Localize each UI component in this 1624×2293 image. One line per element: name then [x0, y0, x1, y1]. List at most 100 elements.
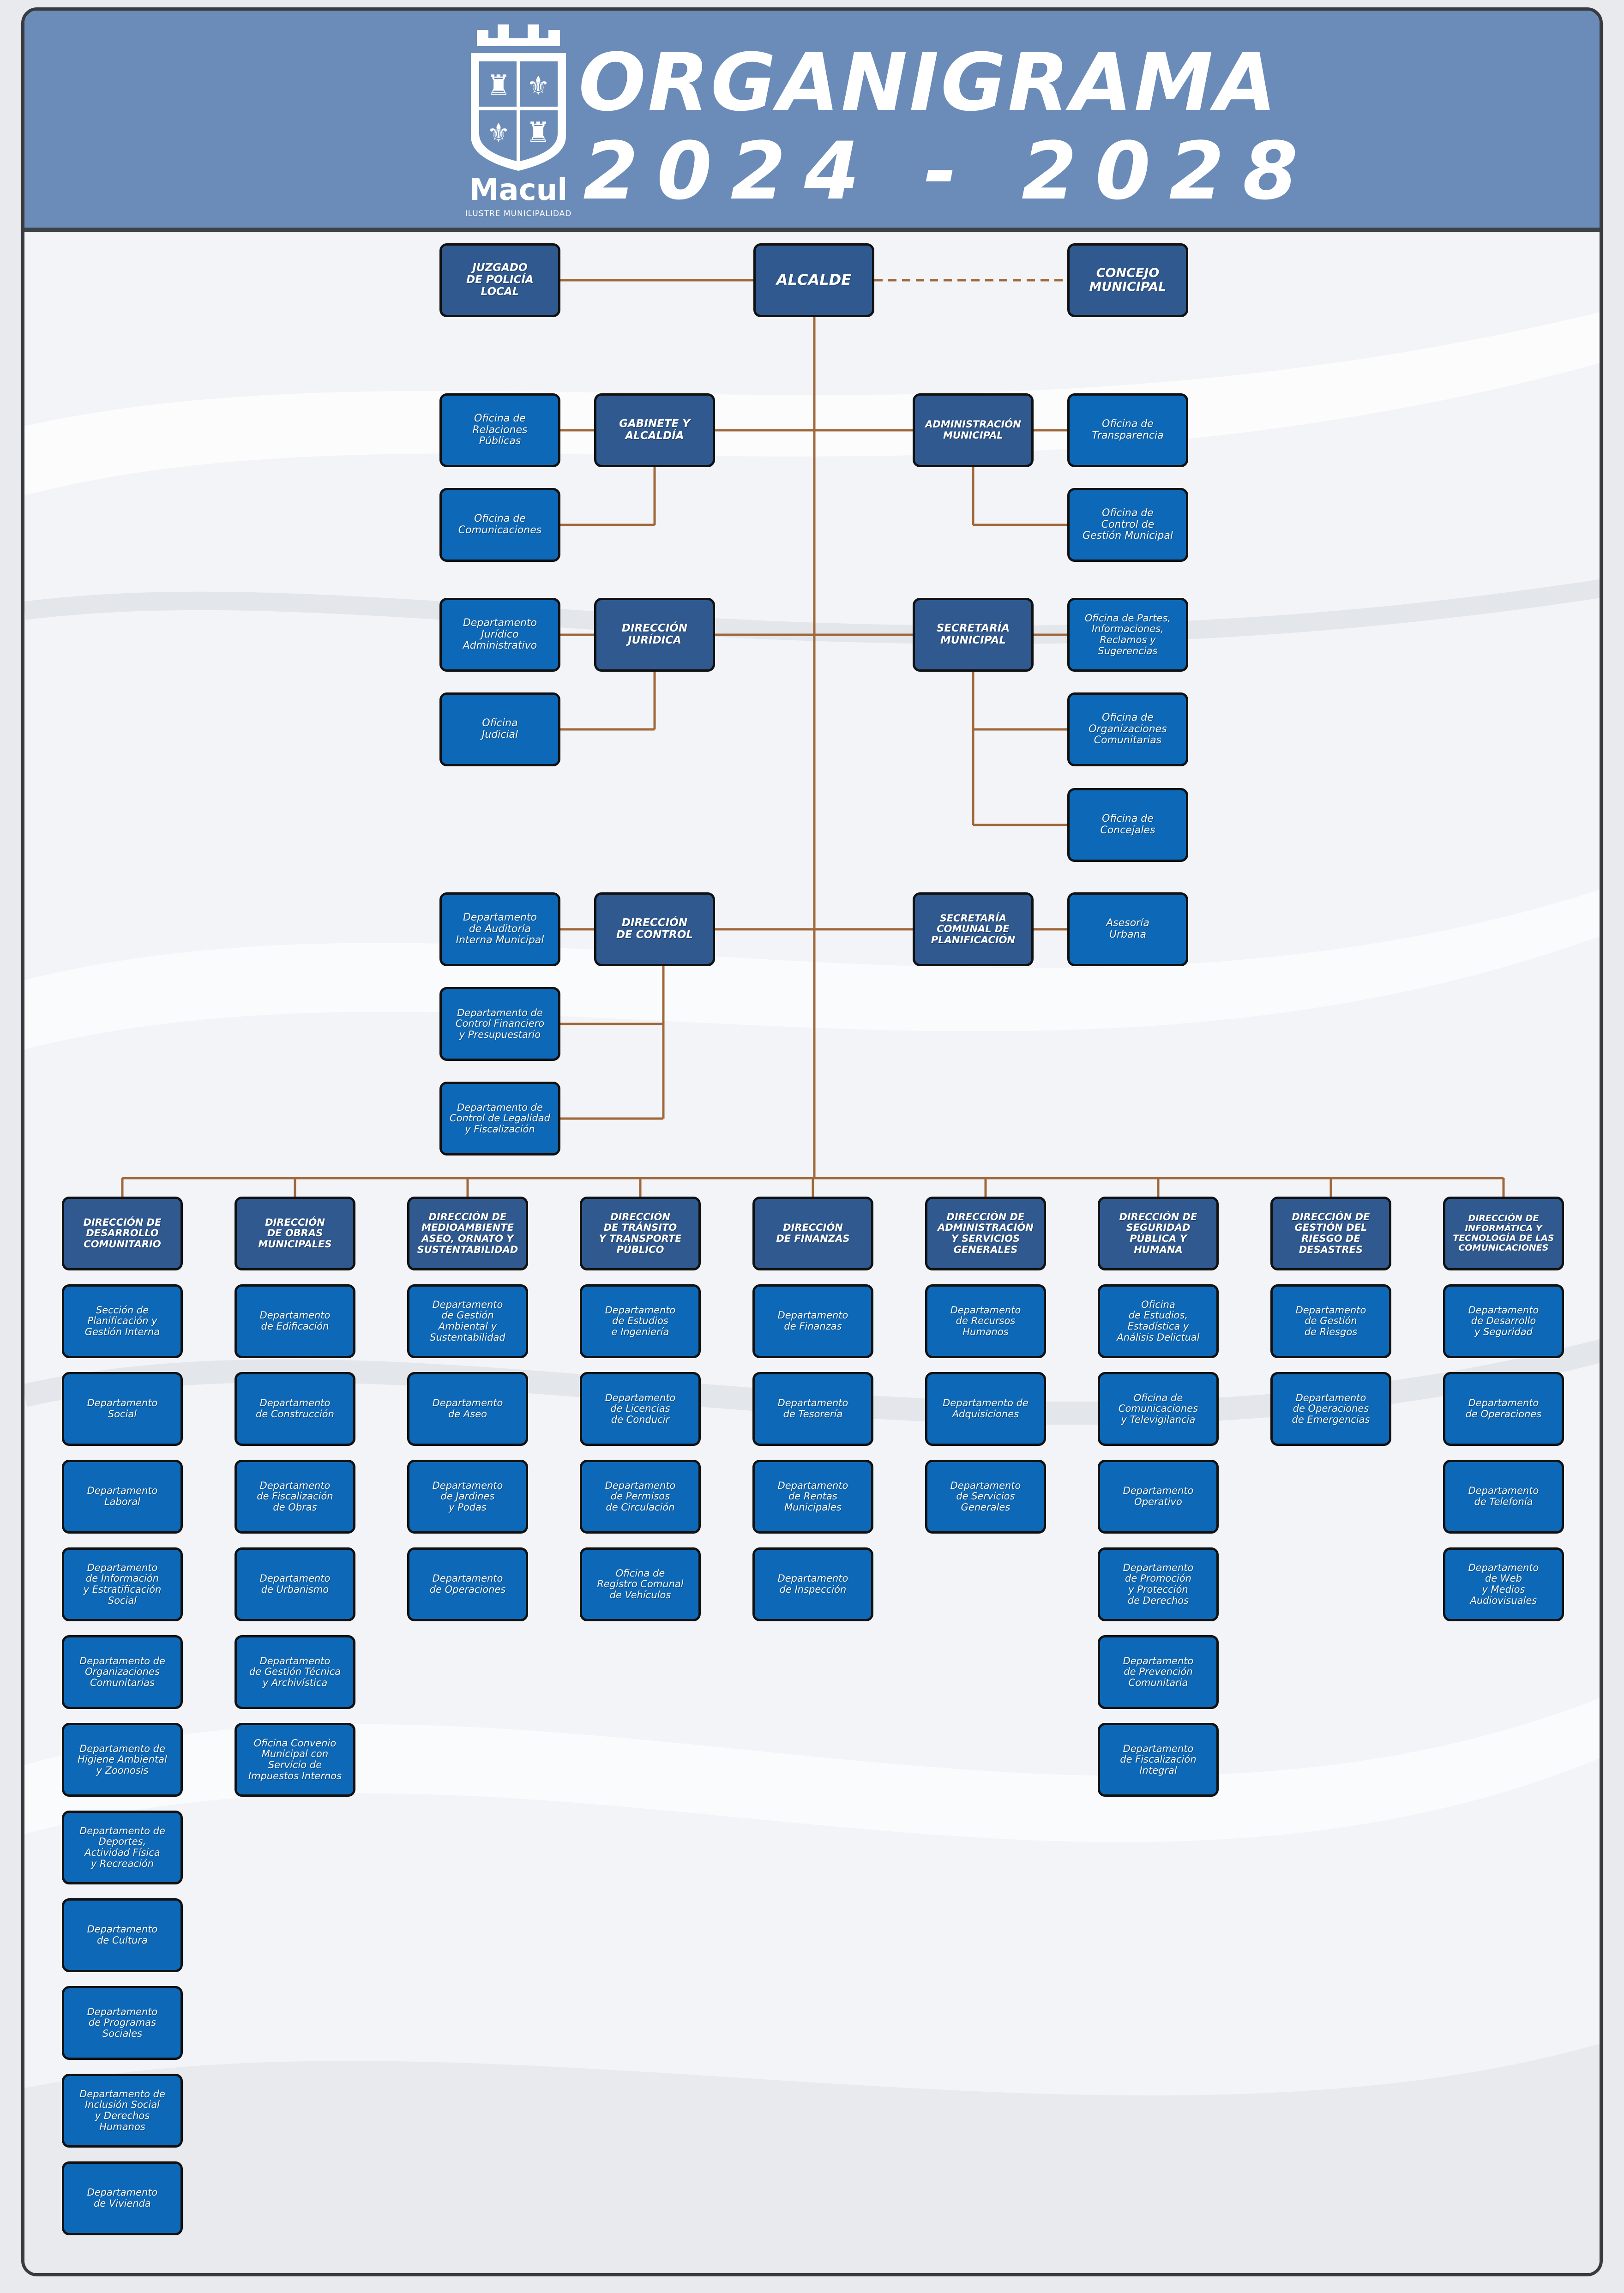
box-unit-1-8-label: Departamento de Cultura: [87, 1924, 158, 1946]
box-unit-7-6[interactable]: Departamento de Fiscalización Integral: [1098, 1723, 1219, 1797]
box-unit-7-5[interactable]: Departamento de Prevención Comunitaria: [1098, 1635, 1219, 1709]
box-gabinete-alcaldia[interactable]: GABINETE Y ALCALDÍA: [594, 393, 715, 467]
box-departamento-auditoria[interactable]: Departamento de Auditoría Interna Munici…: [439, 892, 560, 966]
box-unit-2-3-label: Departamento de Fiscalización de Obras: [257, 1480, 333, 1513]
box-unit-8-2[interactable]: Departamento de Operaciones de Emergenci…: [1270, 1372, 1391, 1446]
box-unit-3-2[interactable]: Departamento de Aseo: [407, 1372, 528, 1446]
box-unit-1-9-label: Departamento de Programas Sociales: [87, 2006, 158, 2039]
box-unit-1-4[interactable]: Departamento de Información y Estratific…: [62, 1547, 183, 1621]
box-unit-1-6[interactable]: Departamento de Higiene Ambiental y Zoon…: [62, 1723, 183, 1797]
box-oficina-control-gestion[interactable]: Oficina de Control de Gestión Municipal: [1067, 488, 1188, 562]
box-unit-2-6[interactable]: Oficina Convenio Municipal con Servicio …: [235, 1723, 355, 1797]
box-unit-5-3[interactable]: Departamento de Rentas Municipales: [752, 1460, 873, 1534]
box-directorate-3[interactable]: DIRECCIÓN DE MEDIOAMBIENTE ASEO, ORNATO …: [407, 1197, 528, 1270]
box-directorate-7[interactable]: DIRECCIÓN DE SEGURIDAD PÚBLICA Y HUMANA: [1098, 1197, 1219, 1270]
box-departamento-juridico[interactable]: Departamento Jurídico Administrativo: [439, 598, 560, 672]
box-unit-2-2[interactable]: Departamento de Construcción: [235, 1372, 355, 1446]
box-unit-3-1-label: Departamento de Gestión Ambiental y Sust…: [430, 1299, 505, 1343]
box-unit-8-1[interactable]: Departamento de Gestión de Riesgos: [1270, 1284, 1391, 1358]
box-directorate-2[interactable]: DIRECCIÓN DE OBRAS MUNICIPALES: [235, 1197, 355, 1270]
box-unit-1-8[interactable]: Departamento de Cultura: [62, 1898, 183, 1972]
box-unit-4-4[interactable]: Oficina de Registro Comunal de Vehículos: [580, 1547, 701, 1621]
box-unit-6-2[interactable]: Departamento de Adquisiciones: [925, 1372, 1046, 1446]
box-unit-5-1[interactable]: Departamento de Finanzas: [752, 1284, 873, 1358]
box-unit-6-2-label: Departamento de Adquisiciones: [943, 1397, 1029, 1420]
box-unit-7-4[interactable]: Departamento de Promoción y Protección d…: [1098, 1547, 1219, 1621]
box-secretaria-comunal-planificacion[interactable]: SECRETARÍA COMUNAL DE PLANIFICACIÓN: [913, 892, 1034, 966]
box-unit-2-3[interactable]: Departamento de Fiscalización de Obras: [235, 1460, 355, 1534]
box-unit-3-4[interactable]: Departamento de Operaciones: [407, 1547, 528, 1621]
box-unit-1-4-label: Departamento de Información y Estratific…: [83, 1562, 162, 1606]
box-asesoria-urbana[interactable]: Asesoría Urbana: [1067, 892, 1188, 966]
box-unit-2-1[interactable]: Departamento de Edificación: [235, 1284, 355, 1358]
box-direccion-control[interactable]: DIRECCIÓN DE CONTROL: [594, 892, 715, 966]
box-unit-7-1[interactable]: Oficina de Estudios, Estadística y Análi…: [1098, 1284, 1219, 1358]
box-unit-4-2[interactable]: Departamento de Licencias de Conducir: [580, 1372, 701, 1446]
box-departamento-control-financiero-label: Departamento de Control Financiero y Pre…: [455, 1007, 545, 1040]
box-unit-2-4[interactable]: Departamento de Urbanismo: [235, 1547, 355, 1621]
box-unit-6-3[interactable]: Departamento de Servicios Generales: [925, 1460, 1046, 1534]
box-directorate-9[interactable]: DIRECCIÓN DE INFORMÁTICA Y TECNOLOGÍA DE…: [1443, 1197, 1564, 1270]
box-unit-2-4-label: Departamento de Urbanismo: [259, 1573, 331, 1595]
box-directorate-6[interactable]: DIRECCIÓN DE ADMINISTRACIÓN Y SERVICIOS …: [925, 1197, 1046, 1270]
box-secretaria-municipal-label: SECRETARÍA MUNICIPAL: [936, 622, 1010, 646]
box-unit-9-2[interactable]: Departamento de Operaciones: [1443, 1372, 1564, 1446]
box-oficina-concejales-label: Oficina de Concejales: [1100, 813, 1155, 836]
box-unit-9-4-label: Departamento de Web y Medios Audiovisual…: [1468, 1562, 1539, 1606]
box-unit-9-3[interactable]: Departamento de Telefonía: [1443, 1460, 1564, 1534]
box-directorate-1[interactable]: DIRECCIÓN DE DESARROLLO COMUNITARIO: [62, 1197, 183, 1270]
box-unit-4-1[interactable]: Departamento de Estudios e Ingeniería: [580, 1284, 701, 1358]
box-unit-5-4[interactable]: Departamento de Inspección: [752, 1547, 873, 1621]
box-oficina-relaciones-publicas-label: Oficina de Relaciones Públicas: [472, 413, 528, 447]
box-departamento-control-legalidad[interactable]: Departamento de Control de Legalidad y F…: [439, 1082, 560, 1156]
svg-text:⚜: ⚜: [527, 71, 550, 101]
box-oficina-relaciones-publicas[interactable]: Oficina de Relaciones Públicas: [439, 393, 560, 467]
box-unit-1-5[interactable]: Departamento de Organizaciones Comunitar…: [62, 1635, 183, 1709]
box-unit-6-1[interactable]: Departamento de Recursos Humanos: [925, 1284, 1046, 1358]
box-departamento-control-financiero[interactable]: Departamento de Control Financiero y Pre…: [439, 987, 560, 1061]
box-unit-9-1[interactable]: Departamento de Desarrollo y Seguridad: [1443, 1284, 1564, 1358]
box-directorate-4[interactable]: DIRECCIÓN DE TRÁNSITO Y TRANSPORTE PÚBLI…: [580, 1197, 701, 1270]
box-unit-1-3[interactable]: Departamento Laboral: [62, 1460, 183, 1534]
box-unit-1-7-label: Departamento de Deportes, Actividad Físi…: [79, 1825, 165, 1869]
box-unit-7-2[interactable]: Oficina de Comunicaciones y Televigilanc…: [1098, 1372, 1219, 1446]
box-directorate-8[interactable]: DIRECCIÓN DE GESTIÓN DEL RIESGO DE DESAS…: [1270, 1197, 1391, 1270]
box-unit-1-1[interactable]: Sección de Planificación y Gestión Inter…: [62, 1284, 183, 1358]
box-unit-4-1-label: Departamento de Estudios e Ingeniería: [605, 1304, 676, 1337]
box-oficina-concejales[interactable]: Oficina de Concejales: [1067, 788, 1188, 862]
box-directorate-5[interactable]: DIRECCIÓN DE FINANZAS: [752, 1197, 873, 1270]
box-unit-5-2[interactable]: Departamento de Tesorería: [752, 1372, 873, 1446]
box-unit-1-11[interactable]: Departamento de Vivienda: [62, 2161, 183, 2235]
box-secretaria-municipal[interactable]: SECRETARÍA MUNICIPAL: [913, 598, 1034, 672]
box-unit-9-4[interactable]: Departamento de Web y Medios Audiovisual…: [1443, 1547, 1564, 1621]
box-direccion-juridica[interactable]: DIRECCIÓN JURÍDICA: [594, 598, 715, 672]
box-unit-8-2-label: Departamento de Operaciones de Emergenci…: [1292, 1392, 1370, 1425]
box-departamento-juridico-label: Departamento Jurídico Administrativo: [463, 617, 537, 652]
box-administracion-municipal[interactable]: ADMINISTRACIÓN MUNICIPAL: [913, 393, 1034, 467]
box-secretaria-comunal-planificacion-label: SECRETARÍA COMUNAL DE PLANIFICACIÓN: [931, 912, 1016, 945]
box-departamento-control-legalidad-label: Departamento de Control de Legalidad y F…: [450, 1101, 550, 1135]
box-juzgado-policia-local[interactable]: JUZGADO DE POLICÍA LOCAL: [439, 243, 560, 317]
box-oficina-comunicaciones[interactable]: Oficina de Comunicaciones: [439, 488, 560, 562]
box-unit-2-2-label: Departamento de Construcción: [256, 1397, 334, 1420]
box-unit-1-2[interactable]: Departamento Social: [62, 1372, 183, 1446]
box-unit-3-1[interactable]: Departamento de Gestión Ambiental y Sust…: [407, 1284, 528, 1358]
macul-logo: ♜ ⚜ ⚜ ♜ Macul ILUSTRE MUNICIPALIDAD: [461, 21, 576, 224]
box-unit-4-2-label: Departamento de Licencias de Conducir: [605, 1392, 676, 1425]
box-oficina-partes[interactable]: Oficina de Partes, Informaciones, Reclam…: [1067, 598, 1188, 672]
box-unit-1-9[interactable]: Departamento de Programas Sociales: [62, 1986, 183, 2060]
box-oficina-judicial[interactable]: Oficina Judicial: [439, 692, 560, 766]
box-unit-1-7[interactable]: Departamento de Deportes, Actividad Físi…: [62, 1811, 183, 1884]
box-unit-4-3[interactable]: Departamento de Permisos de Circulación: [580, 1460, 701, 1534]
box-unit-3-3[interactable]: Departamento de Jardines y Podas: [407, 1460, 528, 1534]
box-unit-9-3-label: Departamento de Telefonía: [1468, 1485, 1539, 1507]
background-waves: [24, 312, 1600, 2273]
box-unit-2-5[interactable]: Departamento de Gestión Técnica y Archiv…: [235, 1635, 355, 1709]
box-concejo-municipal[interactable]: CONCEJO MUNICIPAL: [1067, 243, 1188, 317]
box-alcalde[interactable]: ALCALDE: [753, 243, 874, 317]
box-unit-7-3[interactable]: Departamento Operativo: [1098, 1460, 1219, 1534]
box-juzgado-policia-local-label: JUZGADO DE POLICÍA LOCAL: [466, 262, 534, 298]
box-unit-1-10[interactable]: Departamento de Inclusión Social y Derec…: [62, 2074, 183, 2148]
box-oficina-transparencia[interactable]: Oficina de Transparencia: [1067, 393, 1188, 467]
box-oficina-organizaciones[interactable]: Oficina de Organizaciones Comunitarias: [1067, 692, 1188, 766]
